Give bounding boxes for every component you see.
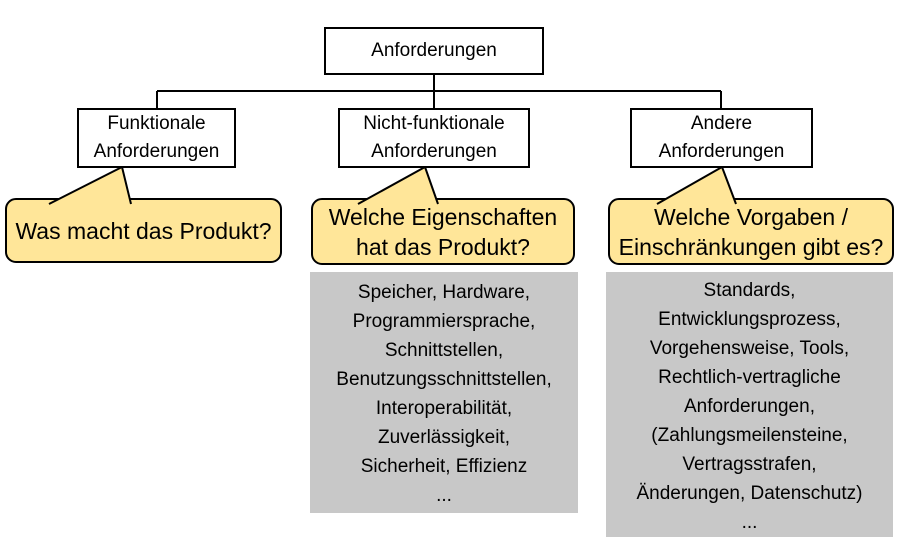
speech-bubble-andere: Welche Vorgaben / Einschränkungen gibt e… bbox=[608, 198, 894, 265]
node-andere-anforderungen: Andere Anforderungen bbox=[630, 108, 813, 168]
examples-nicht-funktionale: Speicher, Hardware, Programmiersprache, … bbox=[310, 272, 578, 513]
tree-connector-lines bbox=[156, 75, 722, 108]
node-anforderungen: Anforderungen bbox=[324, 27, 544, 75]
node-nicht-funktionale-anforderungen: Nicht-funktionale Anforderungen bbox=[338, 108, 530, 168]
speech-bubble-nicht-funktionale: Welche Eigenschaften hat das Produkt? bbox=[311, 198, 575, 265]
speech-bubble-funktionale: Was macht das Produkt? bbox=[5, 198, 282, 263]
node-funktionale-anforderungen: Funktionale Anforderungen bbox=[77, 108, 236, 168]
examples-andere: Standards, Entwicklungsprozess, Vorgehen… bbox=[606, 272, 893, 537]
